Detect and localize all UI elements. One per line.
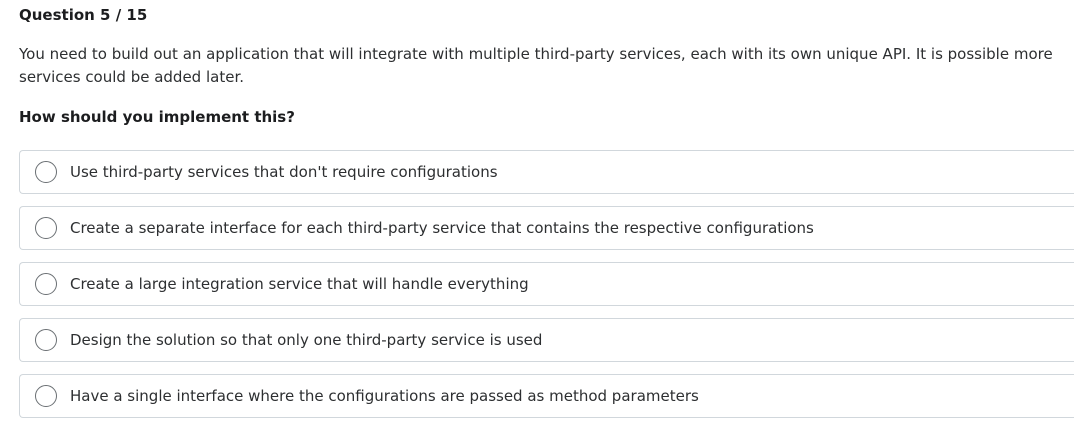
answer-option-label: Create a large integration service that … (70, 275, 529, 293)
radio-button-icon[interactable] (35, 273, 57, 295)
answer-option-5[interactable]: Have a single interface where the config… (19, 374, 1074, 418)
answer-option-4[interactable]: Design the solution so that only one thi… (19, 318, 1074, 362)
answer-option-label: Use third-party services that don't requ… (70, 163, 498, 181)
radio-button-icon[interactable] (35, 217, 57, 239)
radio-button-icon[interactable] (35, 385, 57, 407)
question-text: You need to build out an application tha… (19, 45, 1053, 86)
answer-option-label: Create a separate interface for each thi… (70, 219, 814, 237)
question-counter: Question 5 / 15 (19, 6, 148, 24)
radio-button-icon[interactable] (35, 161, 57, 183)
answer-option-3[interactable]: Create a large integration service that … (19, 262, 1074, 306)
answer-option-label: Have a single interface where the config… (70, 387, 699, 405)
answer-options: Use third-party services that don't requ… (19, 150, 1074, 430)
answer-option-2[interactable]: Create a separate interface for each thi… (19, 206, 1074, 250)
radio-button-icon[interactable] (35, 329, 57, 351)
answer-option-1[interactable]: Use third-party services that don't requ… (19, 150, 1074, 194)
answer-option-label: Design the solution so that only one thi… (70, 331, 543, 349)
question-prompt: How should you implement this? (19, 108, 295, 126)
